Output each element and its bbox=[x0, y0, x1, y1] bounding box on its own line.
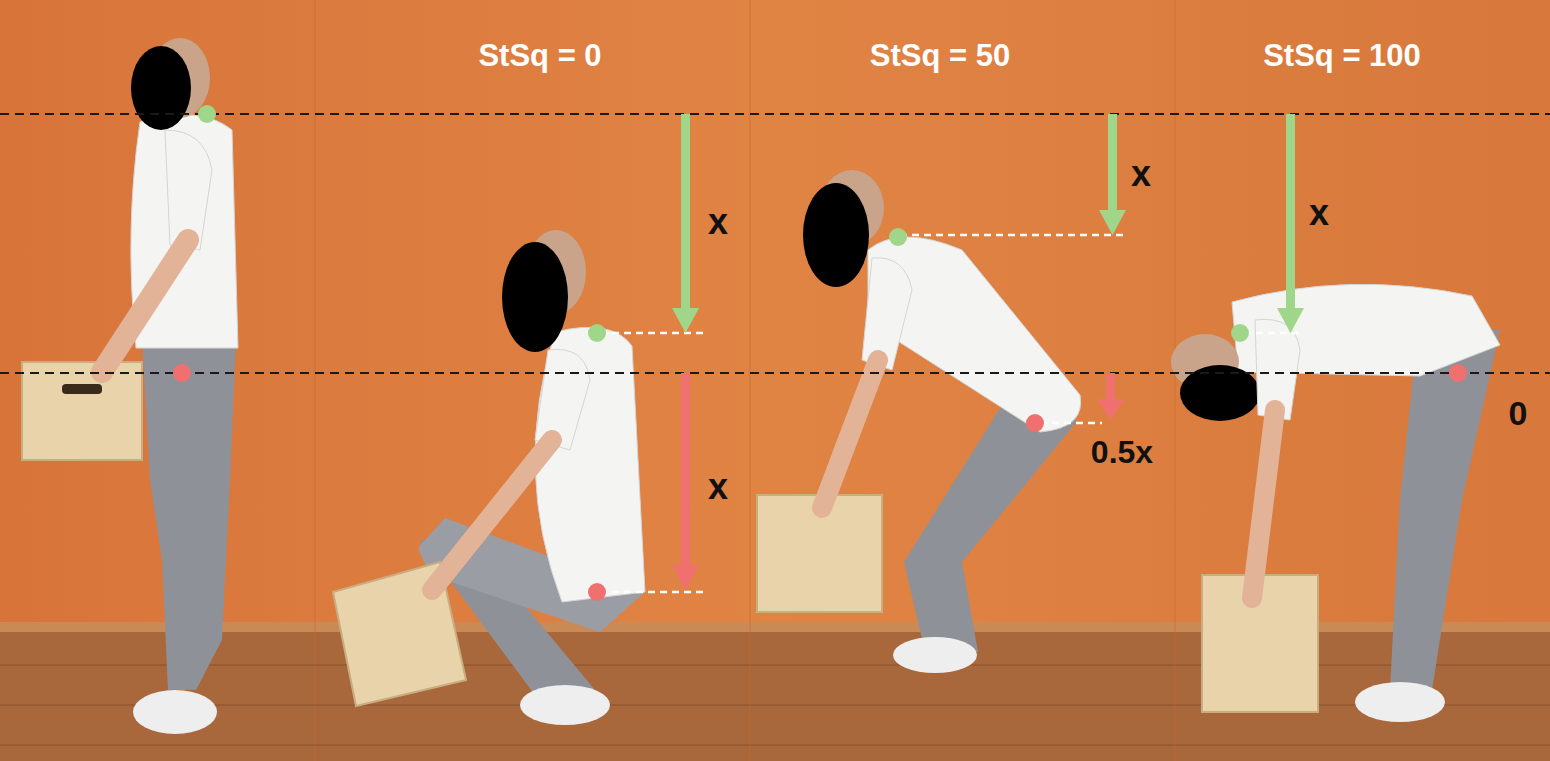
arrow-shaft bbox=[1286, 114, 1295, 310]
level-line bbox=[600, 332, 708, 335]
wooden-box bbox=[22, 362, 142, 460]
stooping-person bbox=[1171, 284, 1500, 722]
shoe bbox=[133, 690, 217, 734]
hip-dot bbox=[1026, 414, 1044, 432]
hip-dot bbox=[588, 583, 606, 601]
face-mask bbox=[131, 46, 191, 130]
standing-person bbox=[22, 38, 238, 734]
arrow-head bbox=[1097, 399, 1124, 420]
arrow-shaft bbox=[1108, 114, 1117, 212]
arm bbox=[102, 240, 188, 372]
distance-label: x bbox=[708, 202, 728, 242]
condition-title: StSq = 50 bbox=[870, 39, 1010, 73]
distance-label: x bbox=[1309, 193, 1329, 233]
shoulder-dot bbox=[198, 105, 216, 123]
arrow-shaft bbox=[1106, 373, 1115, 401]
shirt bbox=[535, 327, 645, 602]
arrow-shaft bbox=[681, 114, 690, 310]
distance-label: 0.5x bbox=[1091, 435, 1153, 470]
shoulder-reference-line bbox=[0, 113, 1550, 115]
arrow-head bbox=[1277, 308, 1304, 333]
distance-label: x bbox=[1131, 154, 1151, 194]
arrow-head bbox=[672, 565, 699, 590]
shoe bbox=[1355, 682, 1445, 722]
orange-wall bbox=[0, 0, 1550, 640]
sleeve bbox=[535, 349, 590, 450]
distance-label: x bbox=[708, 467, 728, 507]
distance-label: 0 bbox=[1509, 395, 1528, 432]
arrow-shaft bbox=[681, 373, 690, 567]
hip-markers bbox=[173, 364, 1467, 601]
squatting-person bbox=[333, 230, 645, 725]
jeans bbox=[904, 408, 1078, 656]
semi-squat-person bbox=[757, 170, 1081, 673]
face-mask bbox=[502, 242, 568, 352]
jeans bbox=[1390, 330, 1500, 690]
jeans bbox=[142, 340, 236, 690]
condition-title: StSq = 0 bbox=[478, 39, 601, 73]
sleeve bbox=[862, 258, 912, 370]
hip-dot bbox=[173, 364, 191, 382]
green-arrows bbox=[672, 114, 1304, 333]
arm bbox=[822, 360, 878, 508]
shoe bbox=[893, 637, 977, 673]
arm bbox=[432, 440, 552, 590]
floor-seam bbox=[0, 744, 1550, 746]
hip-dot bbox=[1449, 364, 1467, 382]
face-mask bbox=[803, 183, 869, 287]
condition-title: StSq = 100 bbox=[1263, 39, 1421, 73]
box-handle bbox=[62, 384, 102, 394]
level-line bbox=[600, 591, 708, 594]
level-lines bbox=[600, 235, 1302, 592]
hip-reference-line bbox=[0, 372, 1550, 374]
arm bbox=[1252, 410, 1275, 598]
red-arrows bbox=[672, 373, 1124, 590]
shoulder-dot bbox=[588, 324, 606, 342]
level-line bbox=[1040, 422, 1102, 425]
arrow-head bbox=[1099, 210, 1126, 235]
shoulder-dot bbox=[889, 228, 907, 246]
level-line bbox=[1244, 332, 1302, 335]
shoe bbox=[520, 685, 610, 725]
level-line bbox=[900, 234, 1128, 237]
shoulder-markers bbox=[198, 105, 1249, 342]
shoulder-dot bbox=[1231, 324, 1249, 342]
arrow-head bbox=[672, 308, 699, 333]
